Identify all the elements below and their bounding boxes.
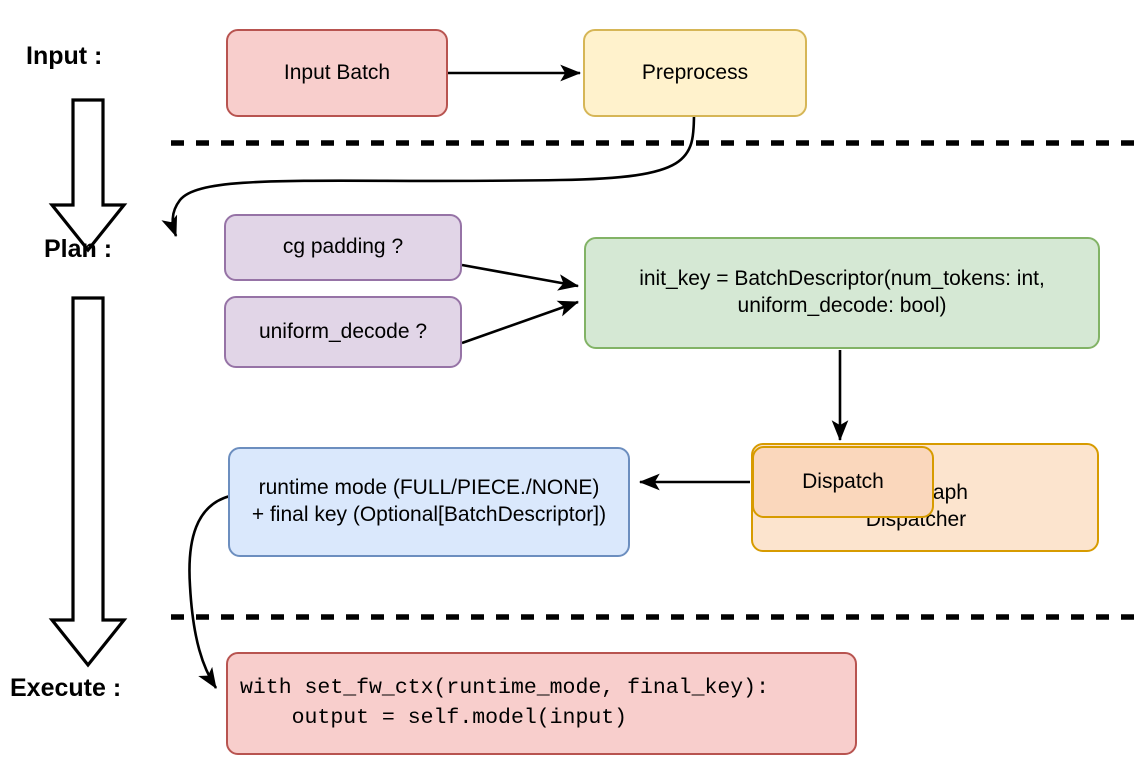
node-runtime-mode-label-line2: + final key (Optional[BatchDescriptor]) — [251, 503, 607, 526]
node-init-key[interactable]: init_key = BatchDescriptor(num_tokens: i… — [584, 237, 1100, 349]
node-runtime-mode-label-line1: runtime mode (FULL/PIECE./NONE) — [258, 476, 600, 500]
node-forward-code[interactable]: with set_fw_ctx(runtime_mode, final_key)… — [226, 652, 857, 755]
node-preprocess[interactable]: Preprocess — [583, 29, 807, 117]
node-cg-padding-label: cg padding ? — [282, 235, 404, 259]
node-forward-code-label-line1: with set_fw_ctx(runtime_mode, final_key)… — [240, 676, 769, 701]
stage-label-plan: Plan : — [44, 235, 113, 263]
node-dispatch[interactable]: Dispatch — [752, 446, 934, 518]
node-input-batch-label: Input Batch — [283, 60, 391, 84]
node-cg-padding[interactable]: cg padding ? — [224, 214, 462, 281]
stage-arrow-input-to-plan — [48, 98, 128, 253]
stage-label-execute: Execute : — [10, 674, 122, 702]
node-dispatch-label: Dispatch — [802, 469, 884, 493]
node-init-key-label-line2: uniform_decode: bool) — [737, 294, 947, 317]
edge-cg-padding-to-init-key — [461, 263, 580, 291]
node-preprocess-label: Preprocess — [641, 60, 749, 84]
node-forward-code-label-line2: output = self.model(input) — [240, 705, 628, 730]
node-runtime-mode[interactable]: runtime mode (FULL/PIECE./NONE) + final … — [228, 447, 630, 557]
stage-arrow-plan-to-execute — [48, 296, 128, 668]
node-uniform-decode-label: uniform_decode ? — [258, 319, 428, 343]
edge-uniform-decode-to-init-key — [461, 300, 579, 345]
node-init-key-label-line1: init_key = BatchDescriptor(num_tokens: i… — [639, 267, 1045, 291]
stage-label-input: Input : — [26, 42, 103, 70]
node-uniform-decode[interactable]: uniform_decode ? — [224, 296, 462, 368]
edge-runtime-mode-to-forward-code — [188, 494, 231, 689]
node-input-batch[interactable]: Input Batch — [226, 29, 448, 117]
